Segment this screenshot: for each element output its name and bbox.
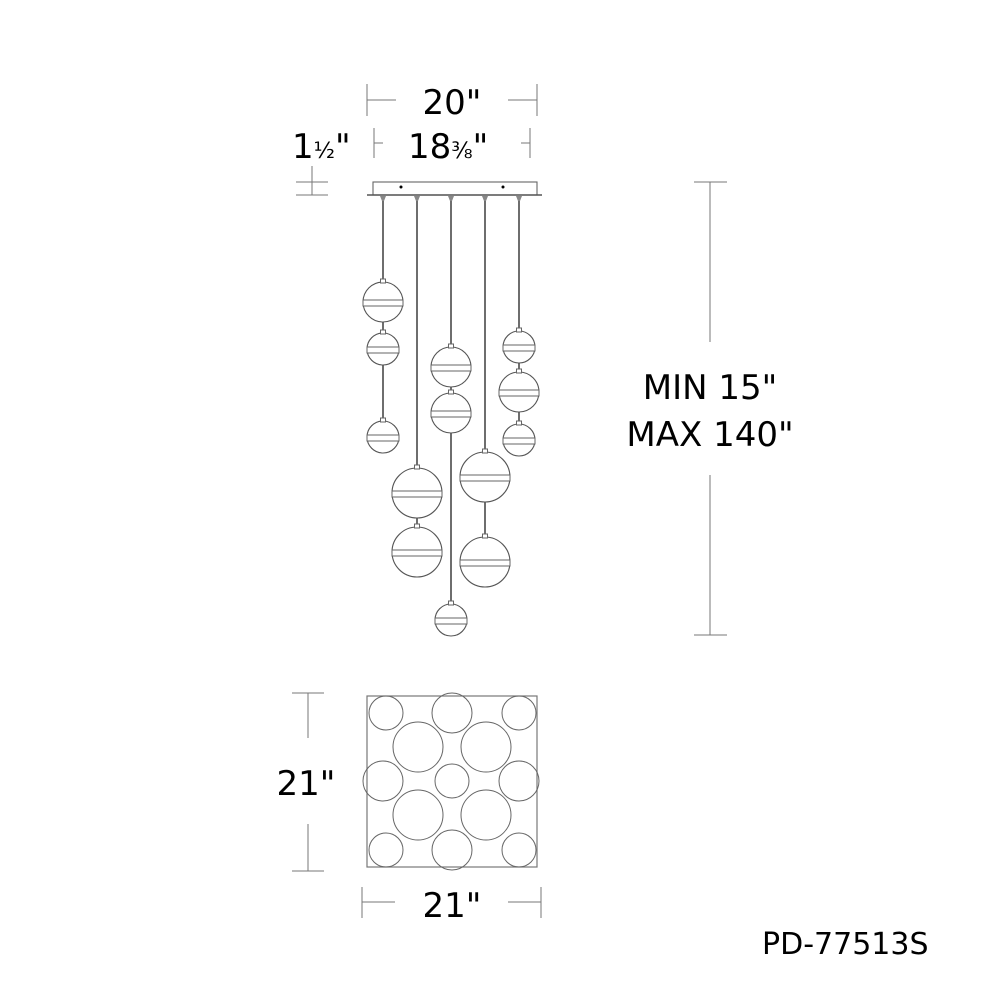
pendant-cords	[362, 196, 540, 637]
pendant-cord	[459, 196, 511, 588]
plan-globe	[362, 760, 404, 802]
canopy-width-label: 18⅜"	[408, 127, 488, 167]
plan-width-label: 21"	[423, 886, 482, 926]
plan-globe	[460, 789, 512, 841]
globe-shade	[502, 327, 536, 364]
plan-depth-dimension: 21"	[277, 692, 336, 872]
plan-globe	[501, 695, 537, 731]
globe-shade	[366, 417, 400, 454]
drop-height-dimension: MIN 15" MAX 140"	[626, 181, 794, 636]
plan-view	[362, 692, 540, 871]
globe-shade	[434, 600, 468, 637]
plan-globe	[434, 763, 470, 799]
drop-min-label: MIN 15"	[643, 368, 778, 408]
pendant-cord	[430, 196, 472, 637]
plan-globe	[392, 721, 444, 773]
globe-shade	[459, 448, 511, 503]
mounting-screw-left	[399, 185, 403, 189]
globe-shade	[366, 329, 400, 366]
canopy-height-label: 1½"	[292, 127, 351, 167]
model-number: PD-77513S	[762, 927, 929, 962]
plan-globe	[460, 721, 512, 773]
globe-shade	[391, 523, 443, 578]
plan-globe	[498, 760, 540, 802]
globe-shade	[459, 533, 511, 588]
globe-shade	[502, 420, 536, 457]
plan-globe	[431, 692, 473, 734]
overall-width-label: 20"	[423, 83, 482, 123]
canopy	[367, 181, 542, 196]
globe-shade	[430, 389, 472, 434]
pendant-cord	[498, 196, 540, 457]
plan-globe	[368, 695, 404, 731]
plan-width-dimension: 21"	[361, 886, 542, 926]
drop-max-label: MAX 140"	[626, 415, 793, 455]
plan-globe	[431, 829, 473, 871]
pendant-cord	[362, 196, 404, 454]
plan-view-globes	[362, 692, 540, 871]
plan-globe	[368, 832, 404, 868]
canopy-width-dimension: 18⅜"	[373, 127, 531, 167]
overall-width-dimension: 20"	[366, 83, 538, 123]
canopy-height-dimension: 1½"	[292, 127, 351, 196]
globe-shade	[498, 368, 540, 413]
plan-globe	[392, 789, 444, 841]
plan-depth-label: 21"	[277, 764, 336, 804]
plan-globe	[501, 832, 537, 868]
globe-shade	[430, 343, 472, 388]
pendant-cord	[391, 196, 443, 578]
globe-shade	[362, 278, 404, 323]
globe-shade	[391, 464, 443, 519]
mounting-screw-right	[501, 185, 505, 189]
